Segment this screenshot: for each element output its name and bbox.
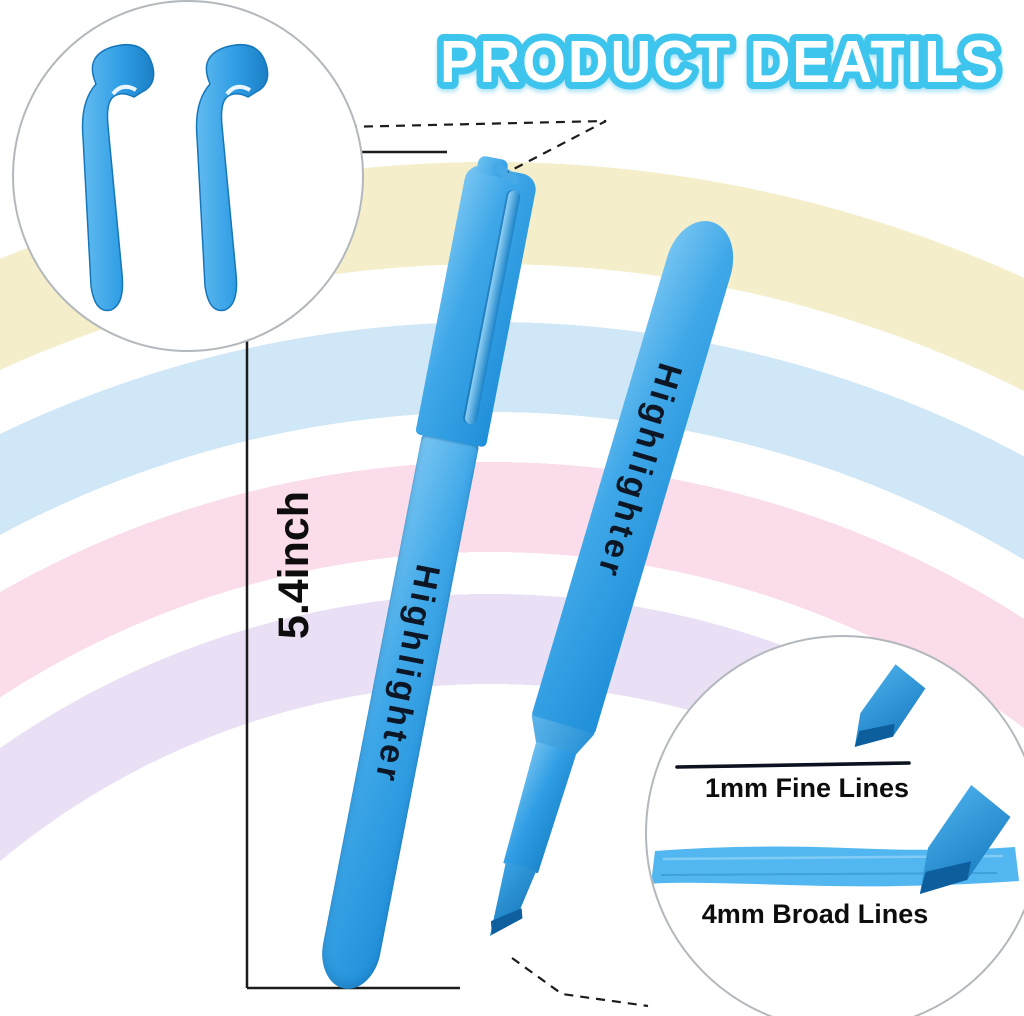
- pen-clip-icon: [81, 43, 155, 312]
- chisel-tip-icon: [854, 664, 926, 747]
- tip-detail-circle: 1mm Fine Lines 4mm Broad Lines: [645, 635, 1024, 1016]
- page-title: PRODUCT DEATILS: [433, 22, 1005, 102]
- broad-line-label: 4mm Broad Lines: [701, 899, 929, 929]
- pen-clip-icon: [195, 43, 269, 312]
- title-text: PRODUCT DEATILS: [440, 29, 1000, 95]
- clip-detail-circle: [12, 0, 364, 352]
- fine-line-stroke: [675, 761, 911, 769]
- pen-clip-zoom: [81, 43, 269, 312]
- chisel-tip-icon: [919, 785, 1011, 894]
- fine-line-label: 1mm Fine Lines: [704, 773, 910, 803]
- dashed-connector-tip: [511, 957, 649, 1008]
- dashed-connector-clip: [299, 119, 607, 173]
- tip-zoom-graphic: [651, 664, 1019, 894]
